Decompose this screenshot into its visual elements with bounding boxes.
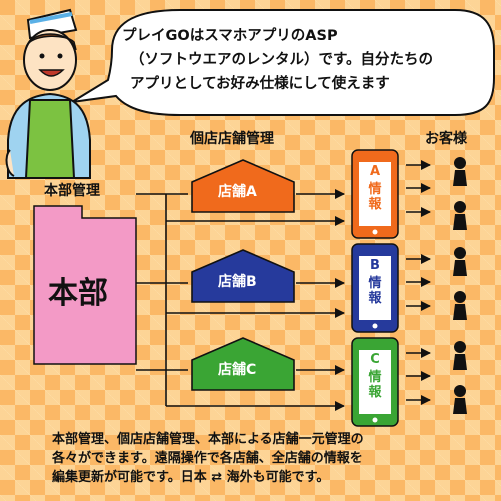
store-c-label: 店舗C [218,362,257,378]
phone-c [351,337,399,427]
bubble-line-2: （ソフトウエアのレンタル）です。自分たちの [130,52,434,68]
hq-connector-lines [136,189,345,411]
store-a-label: 店舗A [218,184,257,200]
footer-description: 本部管理、個店店舗管理、本部による店舗一元管理の 各々ができます。遠隔操作で各店… [52,430,482,487]
customer-person-icon [453,385,467,414]
phone-c-text: 情 報 [368,370,382,400]
hq-management-label: 本部管理 [44,183,100,199]
store-c-shape [191,337,295,391]
footer-line-1: 本部管理、個店店舗管理、本部による店舗一元管理の [52,432,364,447]
phone-a-letter: A [369,164,381,179]
footer-line-2: 各々ができます。遠隔操作で各店舗、全店舗の情報を [52,451,363,466]
footer-line-3: 編集更新が可能です。日本 ⇄ 海外も可能です。 [52,470,330,485]
phone-b-text: 情 報 [368,276,382,306]
store-b-label: 店舗B [218,274,257,290]
phone-b-letter: B [370,258,380,273]
phone-a [351,149,399,239]
speech-bubble [71,9,495,116]
customer-arrows [406,160,431,405]
store-a-shape [191,159,295,213]
customer-person-icon [453,291,467,320]
bubble-line-3: アプリとしてお好み仕様にして使えます [130,76,390,92]
staff-character-illustration [5,8,91,179]
hq-label: 本部 [48,276,108,311]
hq-box [33,205,137,365]
phone-c-letter: C [370,352,380,367]
phone-b [351,243,399,333]
customer-person-icon [453,157,467,186]
customer-person-icon [453,201,467,230]
customer-icons [453,157,467,414]
store-b-shape [191,249,295,303]
phone-a-text: 情 報 [368,182,382,212]
speech-bubble-text: プレイGOはスマホアプリのASP （ソフトウエアのレンタル）です。自分たちの ア… [122,24,482,96]
customer-person-icon [453,341,467,370]
customers-label: お客様 [425,131,467,147]
customer-person-icon [453,247,467,276]
store-management-label: 個店店舗管理 [190,131,274,147]
bubble-line-1: プレイGOはスマホアプリのASP [122,28,338,44]
